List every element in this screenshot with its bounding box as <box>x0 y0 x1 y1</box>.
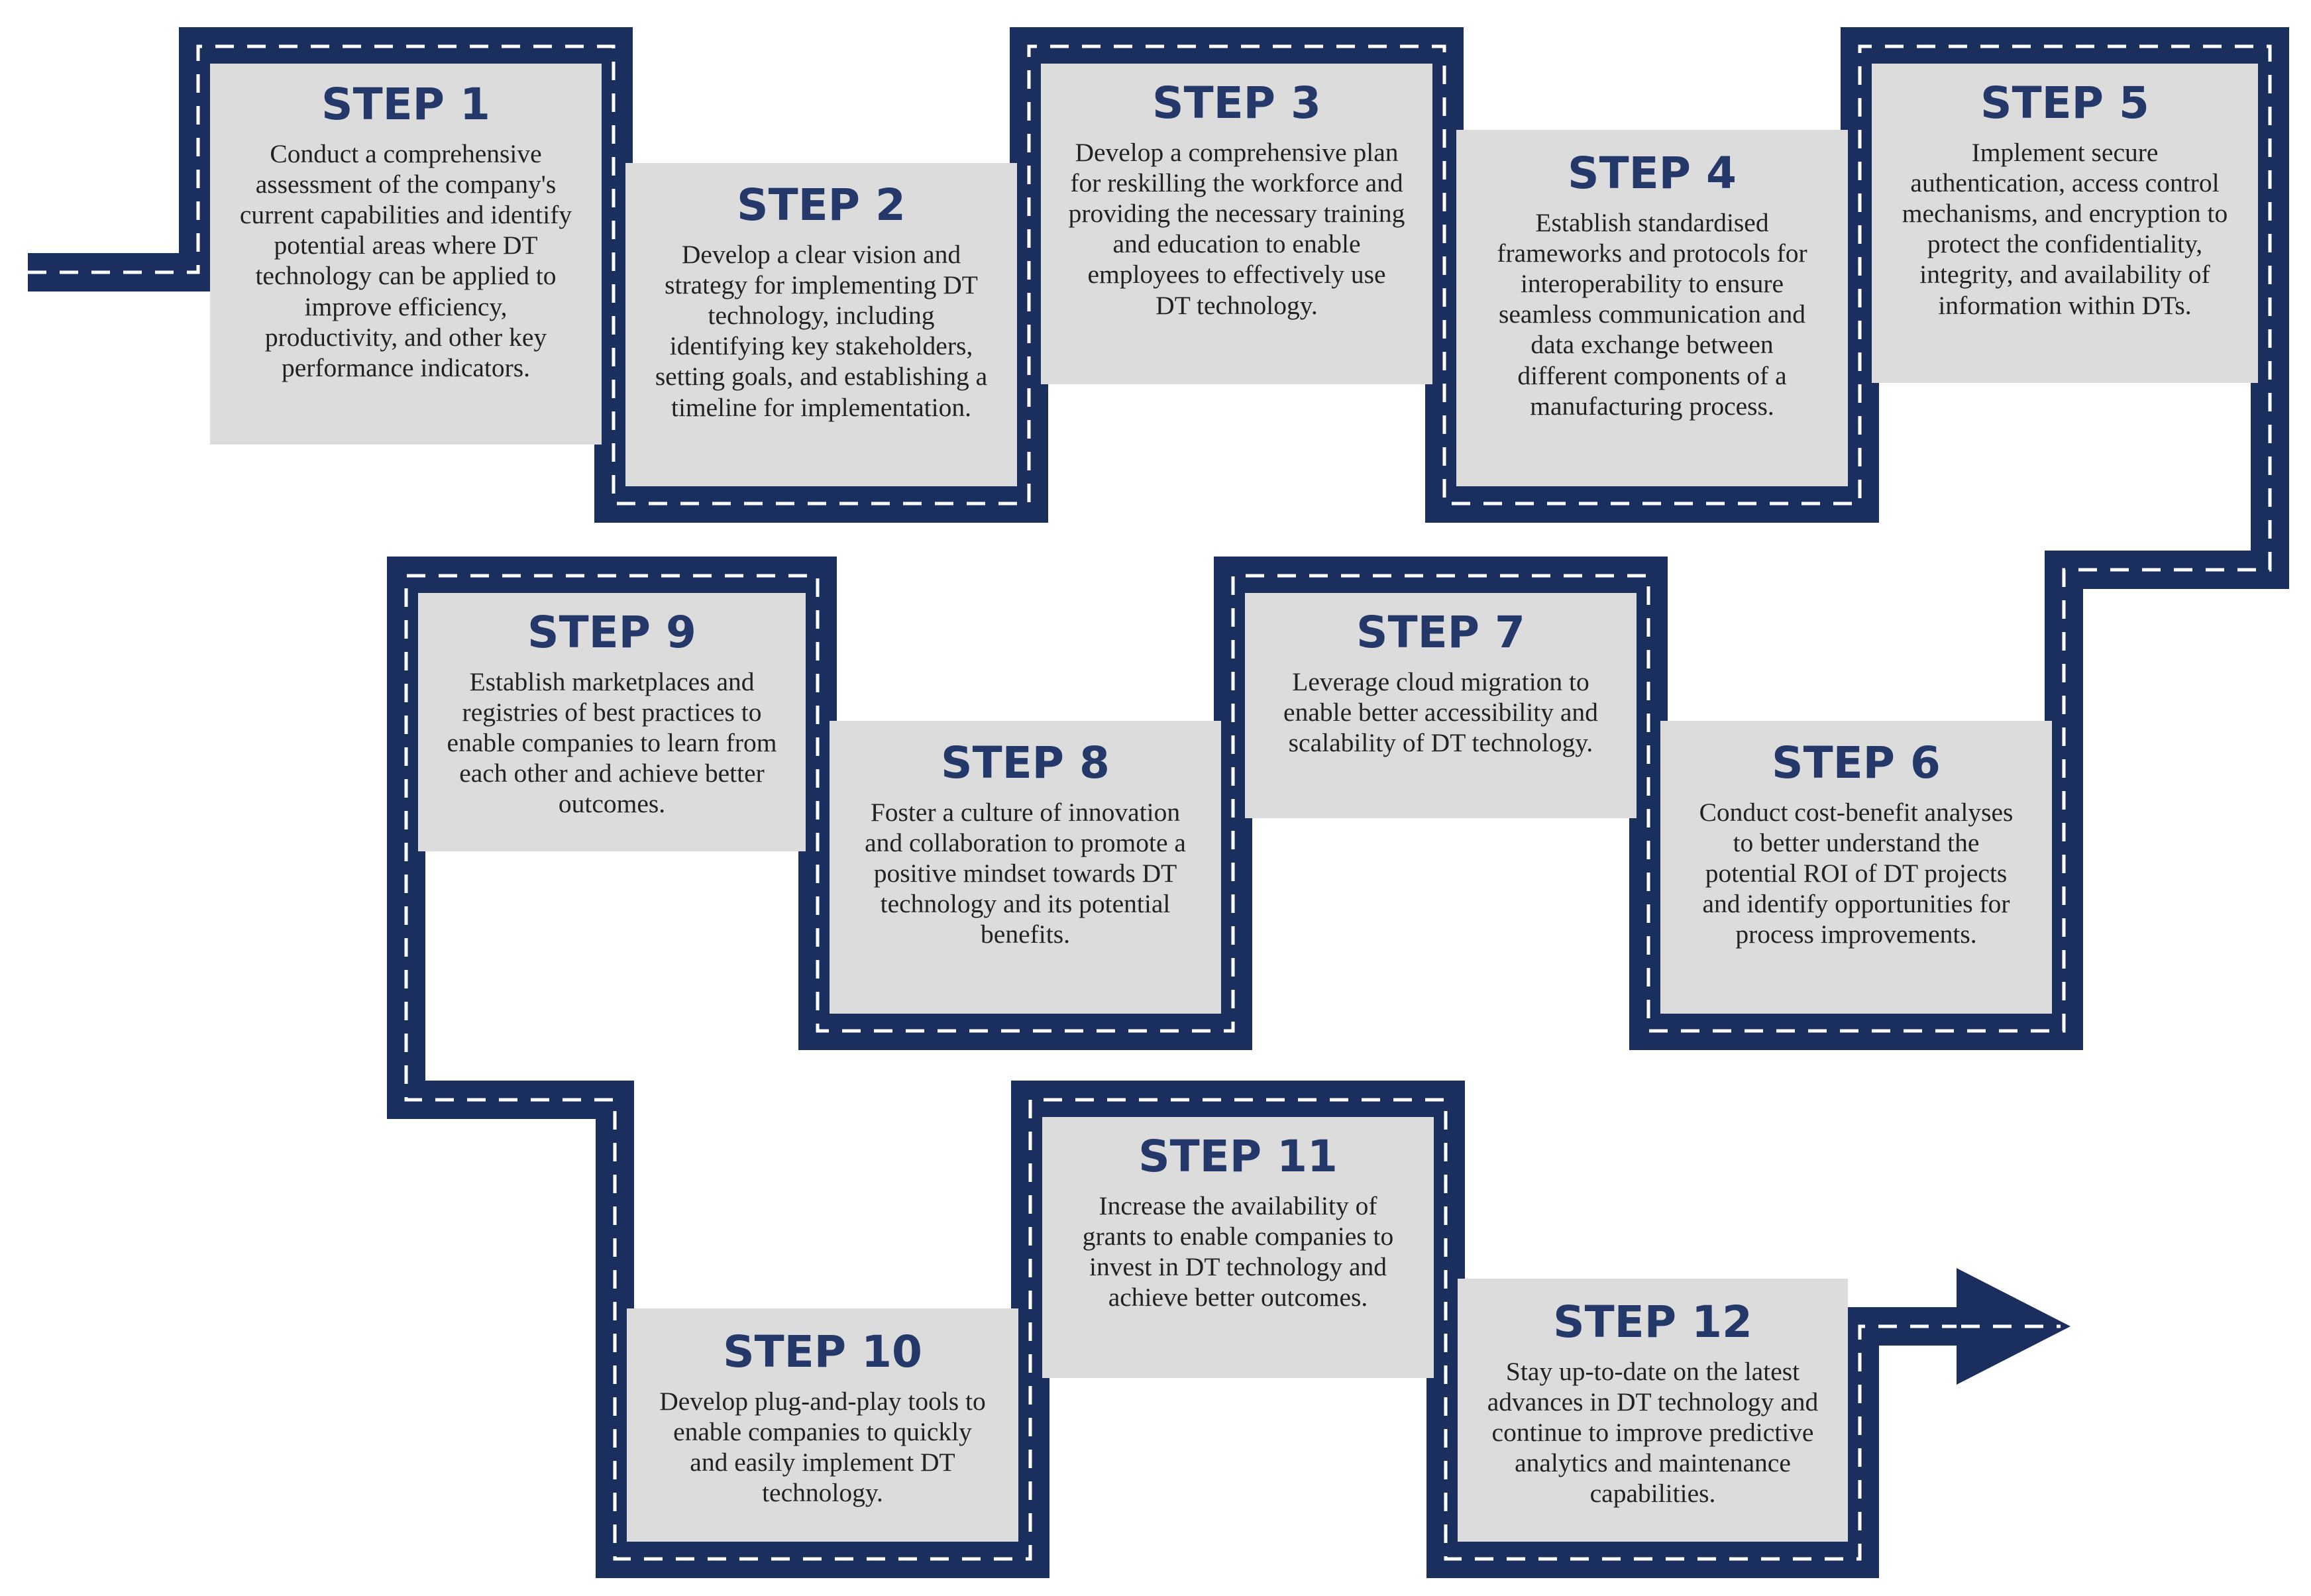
step-title: STEP 11 <box>1138 1131 1338 1182</box>
step-title: STEP 8 <box>941 737 1110 788</box>
step-5-box: STEP 5 Implement secure authentication, … <box>1872 64 2258 383</box>
step-description: Establish marketplaces and registries of… <box>447 666 777 819</box>
step-title: STEP 4 <box>1568 148 1737 199</box>
step-description: Conduct a comprehensive assessment of th… <box>239 138 572 383</box>
step-description: Establish standardised frameworks and pr… <box>1497 207 1807 421</box>
step-title: STEP 5 <box>1980 78 2149 129</box>
step-description: Stay up-to-date on the latest advances i… <box>1487 1356 1819 1509</box>
step-title: STEP 12 <box>1553 1297 1752 1348</box>
step-title: STEP 1 <box>321 79 490 130</box>
step-7-box: STEP 7 Leverage cloud migration to enabl… <box>1245 593 1637 818</box>
arrow-head-icon <box>1957 1268 2070 1385</box>
step-2-box: STEP 2 Develop a clear vision and strate… <box>625 163 1017 486</box>
step-12-box: STEP 12 Stay up-to-date on the latest ad… <box>1458 1279 1848 1542</box>
step-description: Implement secure authentication, access … <box>1902 137 2228 320</box>
step-1-box: STEP 1 Conduct a comprehensive assessmen… <box>210 64 602 445</box>
step-11-box: STEP 11 Increase the availability of gra… <box>1042 1117 1434 1378</box>
step-9-box: STEP 9 Establish marketplaces and regist… <box>418 593 806 851</box>
step-description: Develop a comprehensive plan for reskill… <box>1068 137 1405 320</box>
step-description: Develop plug-and-play tools to enable co… <box>659 1386 986 1508</box>
step-10-box: STEP 10 Develop plug-and-play tools to e… <box>627 1308 1018 1542</box>
step-title: STEP 10 <box>723 1326 922 1377</box>
step-description: Increase the availability of grants to e… <box>1082 1191 1394 1312</box>
step-title: STEP 9 <box>527 607 696 658</box>
step-description: Leverage cloud migration to enable bette… <box>1283 666 1598 757</box>
step-description: Foster a culture of innovation and colla… <box>865 797 1186 949</box>
step-description: Develop a clear vision and strategy for … <box>655 239 988 422</box>
path-dashes <box>28 44 2272 1561</box>
step-title: STEP 7 <box>1356 607 1525 658</box>
step-3-box: STEP 3 Develop a comprehensive plan for … <box>1041 64 1432 384</box>
step-title: STEP 3 <box>1152 78 1321 129</box>
step-8-box: STEP 8 Foster a culture of innovation an… <box>830 721 1221 1014</box>
step-4-box: STEP 4 Establish standardised frameworks… <box>1456 130 1848 486</box>
step-title: STEP 6 <box>1772 737 1941 788</box>
step-6-box: STEP 6 Conduct cost-benefit analyses to … <box>1660 721 2052 1014</box>
step-title: STEP 2 <box>737 180 906 231</box>
step-description: Conduct cost-benefit analyses to better … <box>1699 797 2014 949</box>
